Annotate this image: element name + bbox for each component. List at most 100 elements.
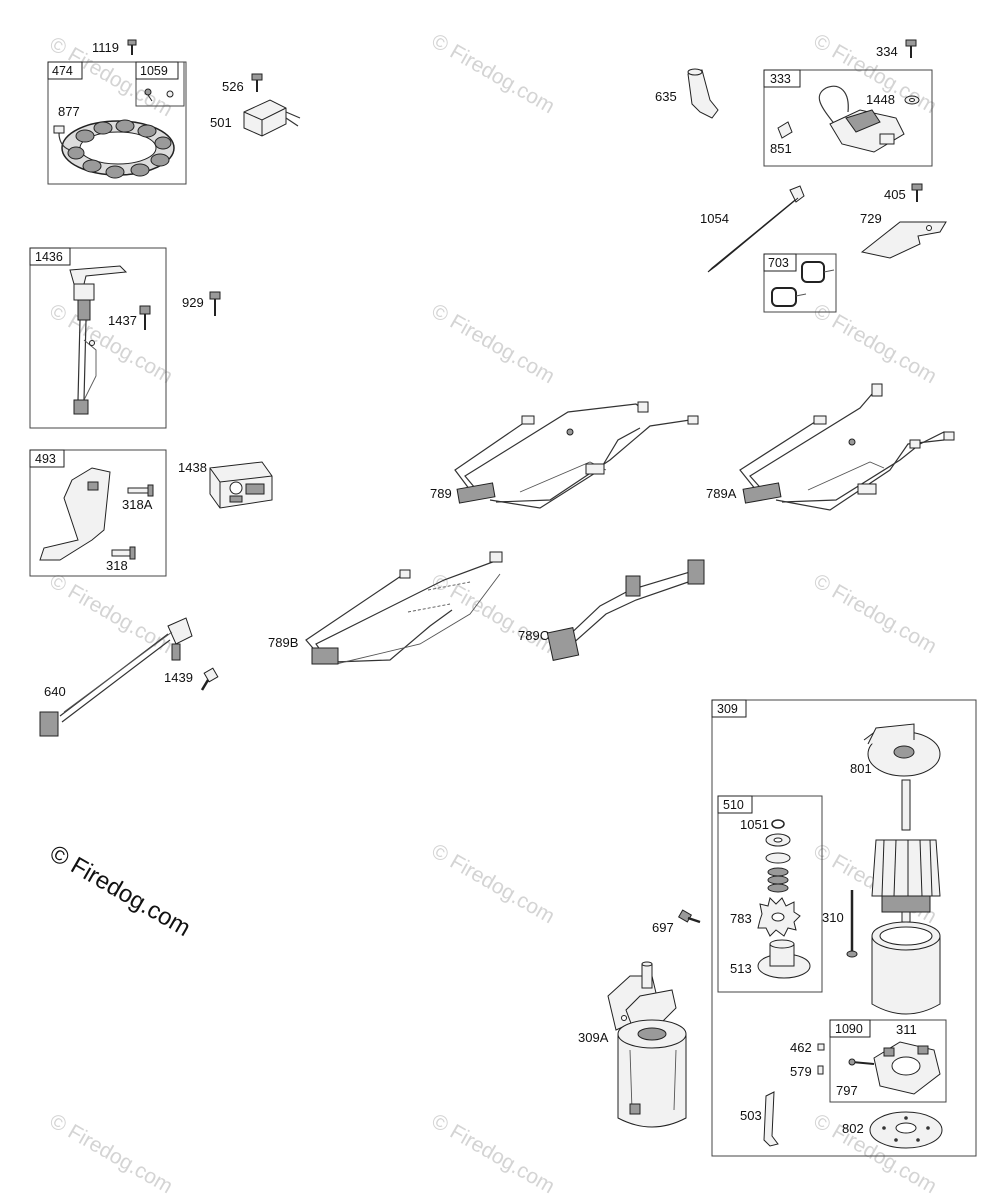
watermark: © Firedog.com [428, 839, 559, 928]
armature-icon [871, 779, 941, 923]
box-tag [29, 449, 65, 468]
bolt-icon [209, 291, 221, 316]
watermarks: © Firedog.com © Firedog.com © Firedog.co… [46, 29, 941, 1198]
spring-icon [767, 867, 789, 893]
watermark: © Firedog.com [810, 299, 941, 388]
bolt-icon [911, 183, 923, 202]
box-tag [829, 1019, 871, 1038]
part-label: 697 [652, 920, 674, 935]
group-703: 703 [763, 253, 837, 313]
box-frame [763, 253, 837, 313]
watermark: © Firedog.com [46, 569, 177, 658]
group-1436: 1436 1437 [29, 247, 167, 429]
tag-510: 510 [723, 798, 744, 812]
screw-icon [144, 88, 174, 102]
group-1090: 1090 311 797 [829, 1019, 947, 1103]
group-333: 333 1448 851 [763, 69, 933, 167]
bolt-icon [200, 667, 219, 691]
screw-icon [111, 546, 136, 560]
brush-holder-icon [848, 1041, 941, 1095]
part-label: 318 [106, 558, 128, 573]
tag-309: 309 [717, 702, 738, 716]
rectifier-icon [243, 99, 301, 137]
through-bolt-icon [846, 890, 858, 958]
tag-1090: 1090 [835, 1022, 863, 1036]
nut-icon [817, 1043, 825, 1051]
washer-icon [817, 1065, 824, 1075]
tag-493: 493 [35, 452, 56, 466]
box-tag [763, 69, 801, 88]
part-label: 1051 [740, 817, 769, 832]
bolt-icon [677, 909, 701, 924]
box-frame [47, 61, 187, 185]
motor-housing-icon [871, 921, 941, 1015]
box-frame [711, 699, 977, 1157]
part-label: 1437 [108, 313, 137, 328]
box-tag [717, 795, 753, 814]
watermark: © Firedog.com [810, 569, 941, 658]
part-label: 801 [850, 761, 872, 776]
sensor-harness-icon [39, 617, 193, 737]
part-label: 789B [268, 635, 298, 650]
box-frame [29, 449, 167, 577]
group-510: 510 1051 783 513 [717, 795, 823, 993]
harness-789A [739, 383, 955, 511]
switch-harness-icon [69, 265, 128, 415]
harness-789B [305, 551, 503, 665]
cable-tie-icon [707, 185, 805, 273]
group-493: 493 318A 318 [29, 449, 167, 577]
bracket-icon [39, 467, 111, 561]
screw-icon [127, 484, 154, 497]
part-label: 405 [884, 187, 906, 202]
box-tag [47, 61, 83, 80]
clutch-icon [757, 939, 811, 979]
box-frame [829, 1019, 947, 1103]
spark-plug-boot-icon [687, 68, 719, 119]
part-label: 635 [655, 89, 677, 104]
watermark-main: © Firedog.com [45, 840, 195, 942]
watermark: © Firedog.com [46, 1109, 177, 1198]
starter-motor-icon [607, 961, 687, 1128]
ignition-coil-icon [777, 85, 905, 153]
part-label: 1448 [866, 92, 895, 107]
bolt-icon [251, 73, 263, 92]
stator-icon [53, 119, 175, 179]
bolt-icon [905, 39, 917, 58]
box-frame [717, 795, 823, 993]
watermark: © Firedog.com [428, 299, 559, 388]
part-label: 526 [222, 79, 244, 94]
box-frame [29, 247, 167, 429]
part-label: 789 [430, 486, 452, 501]
harness-789C [546, 559, 705, 661]
part-label: 310 [822, 910, 844, 925]
tag-1059: 1059 [140, 64, 168, 78]
part-label: 513 [730, 961, 752, 976]
part-label: 1119 [92, 40, 119, 55]
group-474: 474 1059 877 [47, 61, 187, 185]
retaining-ring-icon [765, 819, 791, 864]
tag-333: 333 [770, 72, 791, 86]
part-label: 579 [790, 1064, 812, 1079]
shield-plate-icon [860, 221, 947, 259]
part-label: 783 [730, 911, 752, 926]
part-label: 640 [44, 684, 66, 699]
control-module-icon [209, 461, 273, 509]
box-tag [711, 699, 747, 718]
box-tag [29, 247, 71, 266]
part-label: 503 [740, 1108, 762, 1123]
part-label: 1439 [164, 670, 193, 685]
part-label: 789C [518, 628, 549, 643]
clip-icon [771, 261, 835, 307]
part-label: 1438 [178, 460, 207, 475]
tag-703: 703 [768, 256, 789, 270]
watermark: © Firedog.com [428, 1109, 559, 1198]
washer-icon [904, 95, 920, 105]
part-label: 309A [578, 1030, 609, 1045]
tag-474: 474 [52, 64, 73, 78]
tag-1436: 1436 [35, 250, 63, 264]
part-label: 462 [790, 1040, 812, 1055]
part-label: 929 [182, 295, 204, 310]
bolt-icon [127, 39, 137, 55]
part-label: 729 [860, 211, 882, 226]
